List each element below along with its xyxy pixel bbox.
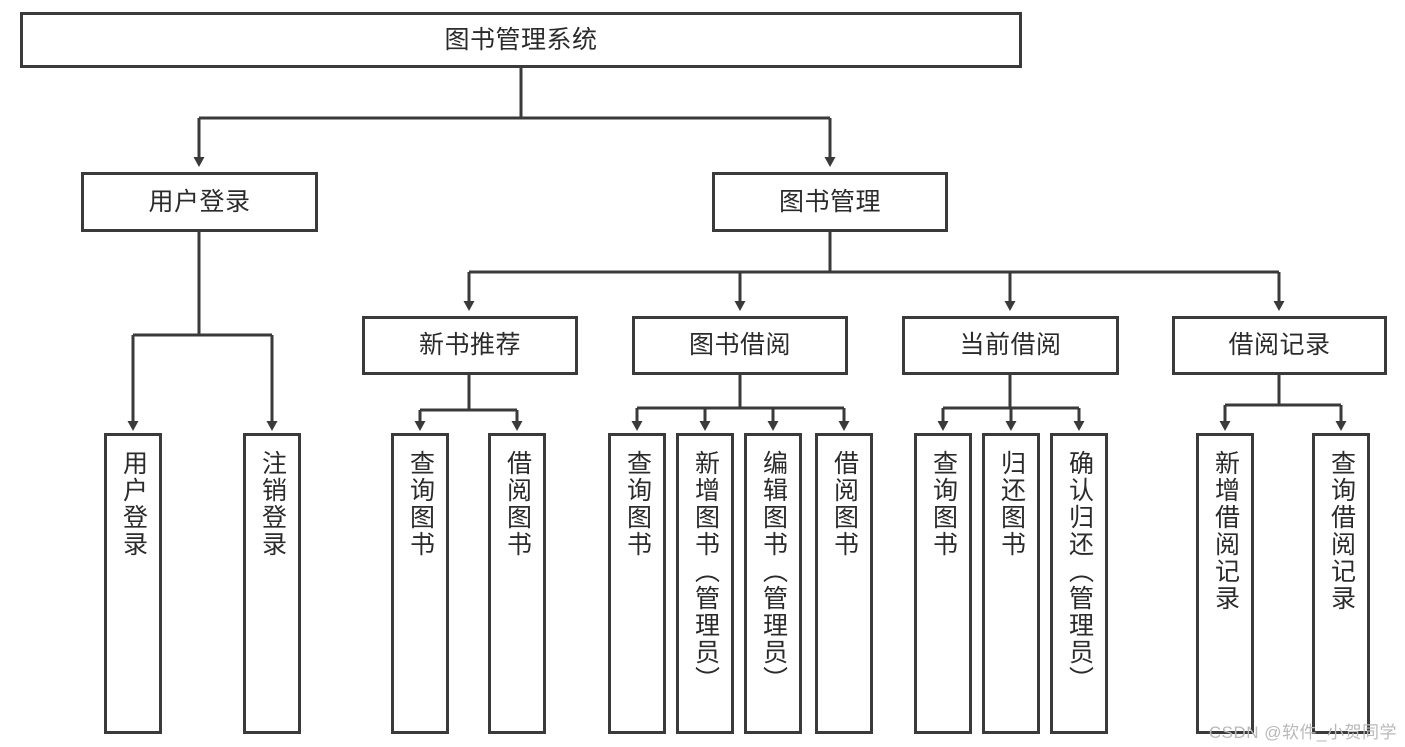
node-label: 新增借阅记录 bbox=[1211, 450, 1240, 612]
node-label: 图书借阅 bbox=[688, 331, 791, 359]
node-root-system[interactable]: 图书管理系统 bbox=[20, 12, 1022, 68]
leaf-borrow-add-book[interactable]: 新增图书（管理员） bbox=[676, 433, 734, 734]
node-label: 新书推荐 bbox=[418, 331, 521, 359]
leaf-user-login-logout[interactable]: 注销登录 bbox=[243, 433, 301, 734]
leaf-current-query-book[interactable]: 查询图书 bbox=[914, 433, 972, 734]
leaf-recommend-query-book[interactable]: 查询图书 bbox=[391, 433, 449, 734]
node-label: 查询图书 bbox=[929, 450, 958, 558]
leaf-borrow-edit-book[interactable]: 编辑图书（管理员） bbox=[744, 433, 802, 734]
node-label: 查询借阅记录 bbox=[1327, 450, 1356, 612]
leaf-record-add-record[interactable]: 新增借阅记录 bbox=[1196, 433, 1254, 734]
node-book-management[interactable]: 图书管理 bbox=[712, 172, 948, 232]
node-user-login[interactable]: 用户登录 bbox=[81, 172, 318, 232]
node-label: 图书管理系统 bbox=[444, 25, 598, 54]
watermark-text: CSDN @软件_小贺同学 bbox=[1208, 723, 1397, 742]
leaf-user-login-login[interactable]: 用户登录 bbox=[104, 433, 162, 734]
node-label: 用户登录 bbox=[148, 187, 251, 216]
leaf-current-confirm-return[interactable]: 确认归还（管理员） bbox=[1050, 433, 1108, 734]
node-borrow-record[interactable]: 借阅记录 bbox=[1172, 316, 1387, 375]
node-current-borrow[interactable]: 当前借阅 bbox=[902, 316, 1119, 375]
node-book-borrow[interactable]: 图书借阅 bbox=[632, 316, 848, 375]
node-label: 借阅图书 bbox=[503, 450, 532, 558]
leaf-borrow-borrow-book[interactable]: 借阅图书 bbox=[815, 433, 873, 734]
leaf-recommend-borrow-book[interactable]: 借阅图书 bbox=[488, 433, 546, 734]
node-label: 查询图书 bbox=[406, 450, 435, 558]
leaf-current-return-book[interactable]: 归还图书 bbox=[982, 433, 1040, 734]
node-label: 图书管理 bbox=[778, 187, 881, 216]
node-label: 注销登录 bbox=[258, 450, 287, 558]
node-label: 当前借阅 bbox=[959, 331, 1062, 359]
node-new-book-recommend[interactable]: 新书推荐 bbox=[362, 316, 578, 375]
node-label: 新增图书（管理员） bbox=[691, 450, 720, 693]
leaf-record-query-record[interactable]: 查询借阅记录 bbox=[1312, 433, 1370, 734]
node-label: 借阅记录 bbox=[1228, 331, 1331, 359]
node-label: 归还图书 bbox=[997, 450, 1026, 558]
node-label: 编辑图书（管理员） bbox=[759, 450, 788, 693]
node-label: 用户登录 bbox=[119, 450, 148, 558]
node-label: 确认归还（管理员） bbox=[1065, 450, 1094, 693]
node-label: 借阅图书 bbox=[830, 450, 859, 558]
leaf-borrow-query-book[interactable]: 查询图书 bbox=[608, 433, 666, 734]
node-label: 查询图书 bbox=[623, 450, 652, 558]
